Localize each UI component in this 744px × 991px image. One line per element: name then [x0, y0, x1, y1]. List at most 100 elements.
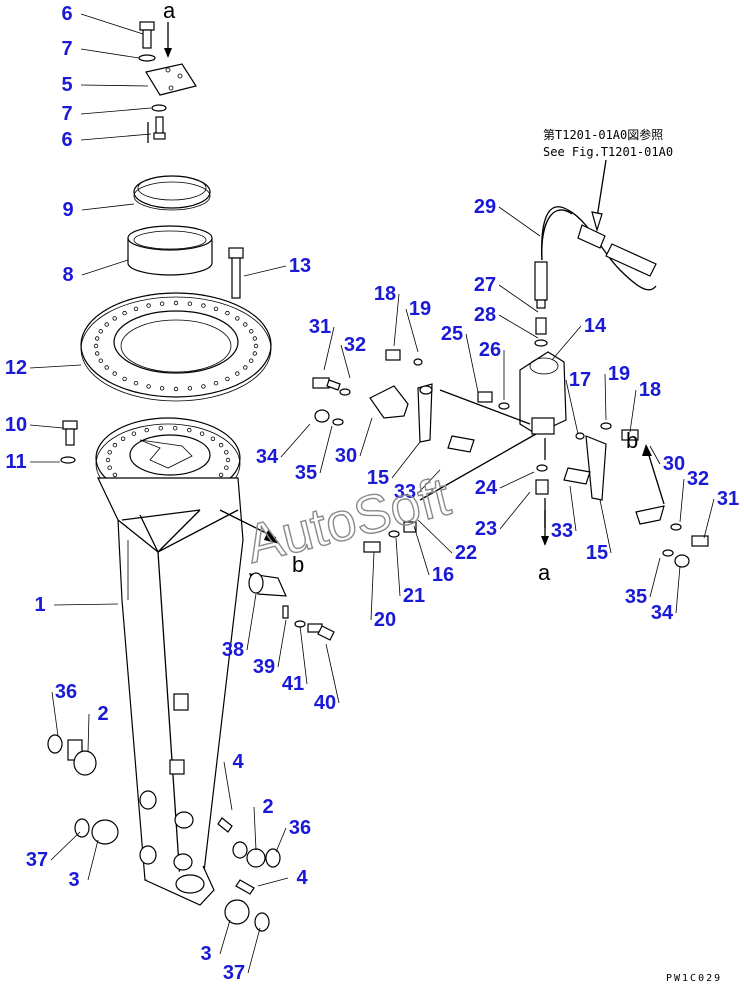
- right-bracket-group: [563, 422, 709, 568]
- leader-line: [299, 625, 308, 685]
- leader-line: [565, 379, 579, 435]
- leader-line: [80, 133, 152, 141]
- part-number-label: 10: [5, 414, 27, 436]
- leader-lines: [29, 13, 715, 974]
- view-mark-b-right: b: [626, 428, 638, 453]
- bolt-hole: [235, 371, 240, 376]
- bolt-hole: [210, 436, 216, 441]
- bolt-hole: [112, 442, 118, 448]
- part-number-label: 38: [222, 639, 244, 661]
- bolt-hole: [122, 310, 127, 316]
- bolt-hole: [131, 431, 137, 436]
- bolt-hole: [252, 336, 257, 341]
- leader-line: [243, 265, 287, 277]
- part-number-label: 22: [455, 542, 477, 564]
- pin-bolt-set: [282, 605, 335, 641]
- part-number-label: 33: [551, 520, 573, 542]
- leader-line: [340, 344, 351, 379]
- part-number-label: 35: [625, 586, 647, 608]
- leader-line: [51, 691, 59, 737]
- part-number-label: 24: [475, 477, 498, 499]
- part-number-label: 14: [584, 315, 607, 337]
- part-number-label: 13: [289, 255, 311, 277]
- view-arrows: [164, 22, 665, 546]
- bolt-hole: [252, 351, 257, 356]
- part-number-label: 30: [663, 453, 685, 475]
- bolt-hole: [112, 371, 117, 376]
- leader-line: [599, 499, 612, 554]
- leader-line: [393, 293, 400, 347]
- swivel-hose-group: [419, 159, 657, 528]
- leader-line: [395, 537, 401, 597]
- bolt-hole: [199, 431, 205, 436]
- part-number-label: 15: [367, 467, 389, 489]
- leader-line: [551, 325, 582, 361]
- bolt-hole: [98, 329, 103, 334]
- part-number-label: 12: [5, 357, 27, 379]
- leader-line: [649, 557, 661, 598]
- leader-line: [675, 565, 681, 614]
- leader-line: [370, 551, 375, 621]
- leader-line: [604, 373, 607, 421]
- bolt-hole: [172, 426, 178, 431]
- leader-line: [649, 445, 661, 465]
- part-number-label: 15: [586, 542, 608, 564]
- leader-line: [253, 806, 257, 851]
- leader-line: [417, 519, 453, 554]
- bolt-hole: [213, 381, 219, 386]
- part-number-label: 40: [314, 692, 336, 714]
- part-number-label: 4: [232, 751, 244, 773]
- bolt-hole: [225, 376, 230, 382]
- part-number-label: 23: [475, 518, 497, 540]
- bolt-hole: [173, 300, 179, 306]
- reference-note-jp: 第T1201-01A0図参照: [543, 127, 663, 142]
- long-bolt: [228, 247, 244, 299]
- leader-line: [498, 314, 539, 339]
- left-bracket-group: [312, 349, 510, 553]
- part-number-label: 34: [256, 446, 279, 468]
- bolt-hole: [144, 427, 149, 433]
- part-number-label: 17: [569, 369, 591, 391]
- main-arm-body: [95, 417, 244, 906]
- leader-line: [569, 485, 577, 532]
- bolt-hole: [218, 442, 224, 448]
- part-number-label: 6: [61, 129, 72, 151]
- top-bolt-assembly: [138, 21, 197, 143]
- leader-line: [280, 423, 311, 458]
- bolt-hole: [224, 465, 229, 470]
- bolt-hole: [248, 358, 254, 363]
- leader-line: [80, 48, 140, 59]
- leader-line: [53, 603, 119, 606]
- leader-line: [80, 13, 144, 35]
- part-number-label: 35: [295, 462, 317, 484]
- leader-line: [498, 206, 541, 237]
- bolt-hole: [122, 376, 127, 382]
- bolt-hole: [104, 365, 109, 370]
- bolt-hole: [253, 343, 259, 349]
- part-number-label: 1: [34, 594, 45, 616]
- leader-line: [359, 417, 373, 457]
- part-number-label: 20: [374, 609, 396, 631]
- bolt-hole: [158, 426, 163, 431]
- part-number-label: 37: [26, 849, 48, 871]
- leader-line: [87, 839, 99, 881]
- part-number-label: 4: [296, 867, 308, 889]
- leader-line: [703, 498, 715, 539]
- seal-ring: [133, 175, 211, 211]
- bolt-hole: [159, 386, 165, 391]
- part-number-label: 3: [68, 869, 79, 891]
- leader-line: [223, 761, 233, 811]
- part-number-label: 37: [223, 962, 245, 984]
- bolt-hole: [224, 450, 229, 455]
- part-number-label: 28: [474, 304, 496, 326]
- part-number-label: 25: [441, 323, 463, 345]
- lock-pin: [248, 572, 287, 597]
- part-number-label: 9: [62, 199, 73, 221]
- part-number-label: 31: [309, 316, 331, 338]
- leader-line: [246, 593, 257, 651]
- leader-line: [629, 389, 637, 433]
- bolt-hole: [201, 384, 206, 389]
- part-number-label: 27: [474, 274, 496, 296]
- watermark: AutoSoft: [240, 466, 456, 574]
- part-number-label: 32: [687, 468, 709, 490]
